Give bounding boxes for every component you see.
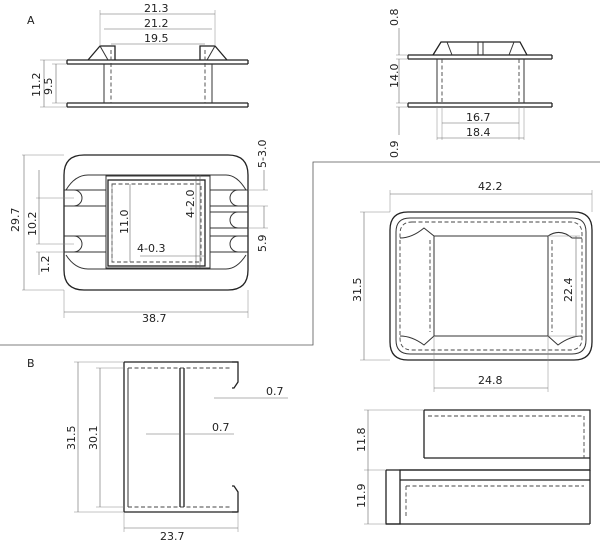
dim-a-side-top: 0.8 [388, 9, 401, 27]
a-elevation-view [40, 10, 249, 108]
dim-a-plan-win: 11.0 [118, 210, 131, 235]
dim-a-top-h2: 9.5 [42, 78, 55, 96]
dim-a-side-h: 14.0 [388, 64, 401, 89]
section-separator [0, 161, 600, 346]
a-plan-view [22, 154, 268, 318]
dim-a-top-w1: 21.3 [144, 2, 169, 15]
dim-a-top-w3: 19.5 [144, 32, 169, 45]
dim-b-sec-h1: 31.5 [65, 426, 78, 451]
dim-a-plan-wall: 4-0.3 [137, 242, 165, 255]
dim-a-top-w2: 21.2 [144, 17, 169, 30]
dim-a-plan-holes: 4-2.0 [184, 190, 197, 218]
b-plan-view [360, 190, 593, 392]
b-side-view [364, 409, 591, 525]
dim-b-sec-t1: 0.7 [266, 385, 284, 398]
dim-a-plan-slot: 5-3.0 [256, 140, 269, 168]
dim-b-sec-t2: 0.7 [212, 421, 230, 434]
dim-a-plan-pin-span: 10.2 [26, 212, 39, 237]
b-section-view [74, 361, 288, 532]
dim-a-plan-pin: 1.2 [39, 256, 52, 274]
dim-b-plan-inner-w: 24.8 [478, 374, 503, 387]
dim-a-plan-w: 38.7 [142, 312, 167, 325]
dim-b-plan-w: 42.2 [478, 180, 503, 193]
dim-b-plan-inner-h: 22.4 [562, 278, 575, 303]
dim-a-side-w2: 18.4 [466, 126, 491, 139]
dim-a-plan-pitch: 5.9 [256, 235, 269, 253]
dim-b-side-h2: 11.9 [355, 484, 368, 509]
dim-b-side-h1: 11.8 [355, 428, 368, 453]
a-side-view [396, 28, 553, 140]
section-label-a: A [27, 14, 35, 27]
dim-b-sec-w: 23.7 [160, 530, 185, 543]
dim-a-side-bot: 0.9 [388, 141, 401, 159]
dim-b-plan-h: 31.5 [351, 278, 364, 303]
dim-b-sec-h2: 30.1 [87, 426, 100, 451]
dim-a-side-w1: 16.7 [466, 111, 491, 124]
dim-a-top-h1: 11.2 [30, 73, 43, 98]
section-label-b: B [27, 357, 35, 370]
dim-a-plan-h: 29.7 [9, 208, 22, 233]
